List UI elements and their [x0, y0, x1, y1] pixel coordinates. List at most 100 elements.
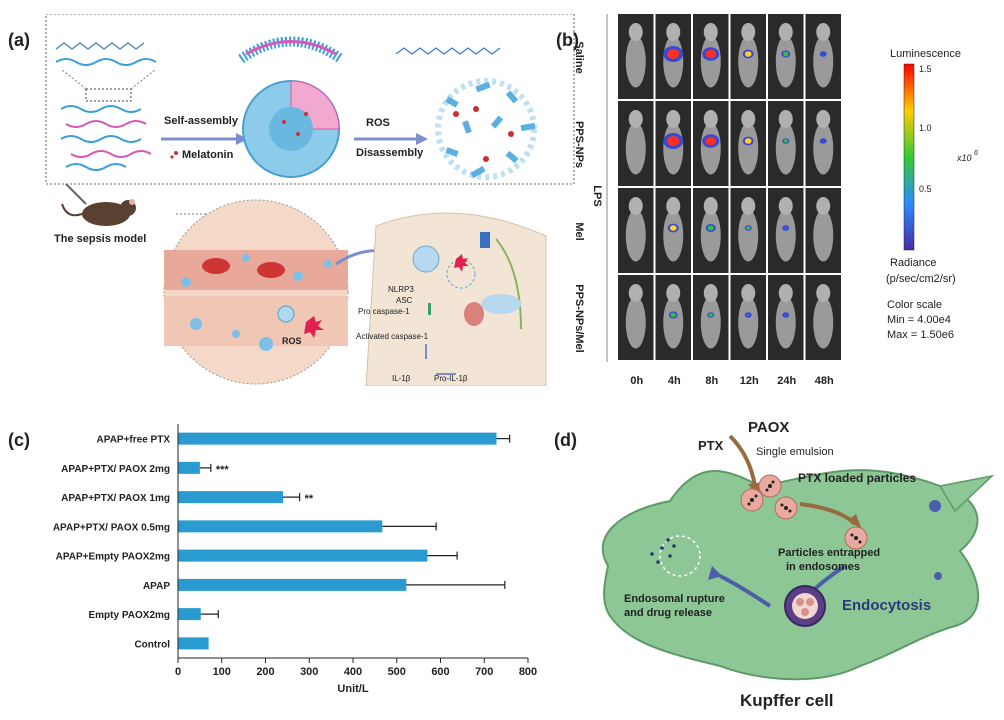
chemical-structure-right: [395, 47, 501, 55]
bar: [178, 520, 383, 533]
category-label: APAP+PTX/ PAOX 2mg: [61, 464, 170, 475]
color-scale-max: Max = 1.50e6: [887, 329, 954, 341]
mouse-illustration: [61, 183, 136, 226]
mouse-image: [618, 188, 654, 273]
mouse-image: [768, 188, 804, 273]
panel-a-letter: (a): [8, 30, 30, 50]
color-scale-label: Color scale: [887, 299, 942, 311]
il1b-label: IL-1β: [392, 374, 411, 383]
activated-caspase-label: Activated caspase-1: [356, 332, 429, 341]
mouse-image: [768, 14, 804, 99]
mouse-image: [805, 14, 841, 99]
x-tick-label: 700: [475, 666, 493, 678]
panel-c-letter: (c): [8, 430, 30, 450]
category-label: APAP+Empty PAOX2mg: [56, 552, 170, 563]
radiance-unit: (p/sec/cm2/sr): [886, 273, 956, 285]
endocytosis-label: Endocytosis: [842, 597, 931, 614]
category-label: APAP: [143, 581, 170, 592]
mouse-image: [693, 101, 729, 186]
disassembly-label: Disassembly: [356, 147, 424, 159]
mouse-image: [805, 275, 841, 360]
x-tick-label: 0: [175, 666, 181, 678]
sepsis-model-label: The sepsis model: [54, 233, 146, 245]
x-tick-label: 200: [256, 666, 274, 678]
significance-marker: **: [305, 493, 314, 505]
radiance-label: Radiance: [890, 257, 936, 269]
timepoint-label: 0h: [630, 375, 643, 387]
mouse-image: [805, 101, 841, 186]
self-assembly-label: Self-assembly: [164, 115, 239, 127]
x-tick-label: 500: [388, 666, 406, 678]
x-tick-label: 400: [344, 666, 362, 678]
chemical-structure-left: [55, 42, 145, 50]
mouse-image: [655, 101, 691, 186]
mouse-image: [618, 14, 654, 99]
ros-vessel-label: ROS: [282, 336, 302, 346]
panel-d-diagram: PAOX PTX Single emulsion PTX loaded part…: [601, 419, 995, 710]
category-label: APAP+free PTX: [97, 435, 171, 446]
ptx-loaded-label: PTX loaded particles: [798, 471, 916, 485]
inflammasome-cell: NLRP3 ASC Pro caspase-1 Activated caspas…: [356, 212, 547, 386]
rupture-label-1: Endosomal rupture: [624, 593, 725, 605]
row-label: PPS-NPs: [573, 121, 585, 168]
mouse-image: [655, 14, 691, 99]
entrapped-label-1: Particles entrapped: [778, 547, 880, 559]
timepoint-label: 24h: [777, 375, 796, 387]
kupffer-cell-label: Kupffer cell: [740, 691, 834, 710]
nanoparticle-box: [45, 14, 575, 185]
significance-marker: ***: [216, 464, 230, 476]
kupffer-cell-body: [601, 469, 980, 681]
rupture-label-2: and drug release: [624, 607, 712, 619]
nanoparticle-sphere: [238, 36, 344, 178]
disassembled-nanoparticle: [435, 78, 537, 180]
pro-il1b-label: Pro-IL-1β: [434, 374, 468, 383]
blood-vessel-circle: ROS: [163, 199, 349, 385]
ptx-loaded-particles: [740, 474, 868, 550]
timepoint-label: 48h: [815, 375, 834, 387]
mouse-image: [730, 188, 766, 273]
bar: [178, 549, 428, 562]
pro-caspase-label: Pro caspase-1: [358, 307, 410, 316]
category-label: Empty PAOX2mg: [89, 610, 171, 621]
x-axis-label: Unit/L: [337, 683, 368, 695]
row-label: PPS-NPs/Mel: [573, 284, 585, 352]
entrapped-label-2: in endosomes: [786, 561, 860, 573]
colorbar: [903, 63, 915, 251]
bar: [178, 608, 201, 621]
nlrp3-label: NLRP3: [388, 285, 414, 294]
x-tick-label: 600: [431, 666, 449, 678]
row-label: Saline: [573, 41, 585, 73]
panel-a-diagram: Self-assembly Melatonin ROS Disassembly: [45, 14, 575, 386]
panel-b-letter: (b): [556, 30, 579, 50]
mouse-image: [730, 101, 766, 186]
mouse-image: [730, 275, 766, 360]
colorbar-tick-high: 1.5: [919, 64, 932, 74]
row-label: Mel: [573, 222, 585, 240]
colorbar-exponent-power: 6: [974, 150, 978, 157]
colorbar-tick-low: 0.5: [919, 184, 932, 194]
ruptured-endosome: [650, 535, 701, 577]
mouse-image: [693, 188, 729, 273]
bar: [178, 491, 283, 504]
panel-c-bar-chart: APAP+free PTX APAP+PTX/ PAOX 2mg *** APAP+P…: [53, 424, 537, 695]
mouse-image: [618, 101, 654, 186]
single-emulsion-label: Single emulsion: [756, 446, 834, 458]
mouse-image: [768, 275, 804, 360]
timepoint-label: 8h: [705, 375, 718, 387]
paox-label: PAOX: [748, 419, 789, 436]
asc-label: ASC: [396, 296, 413, 305]
mouse-image: [655, 275, 691, 360]
category-label: Control: [134, 639, 170, 650]
timepoint-label: 12h: [740, 375, 759, 387]
timepoint-label: 4h: [668, 375, 681, 387]
color-scale-min: Min = 4.00e4: [887, 314, 951, 326]
ptx-label: PTX: [698, 438, 724, 453]
x-tick-label: 800: [519, 666, 537, 678]
mouse-image: [693, 275, 729, 360]
lps-label: LPS: [591, 185, 603, 206]
polymer-chains: [55, 58, 157, 171]
x-tick-label: 300: [300, 666, 318, 678]
bar: [178, 578, 407, 591]
category-label: APAP+PTX/ PAOX 1mg: [61, 493, 170, 504]
